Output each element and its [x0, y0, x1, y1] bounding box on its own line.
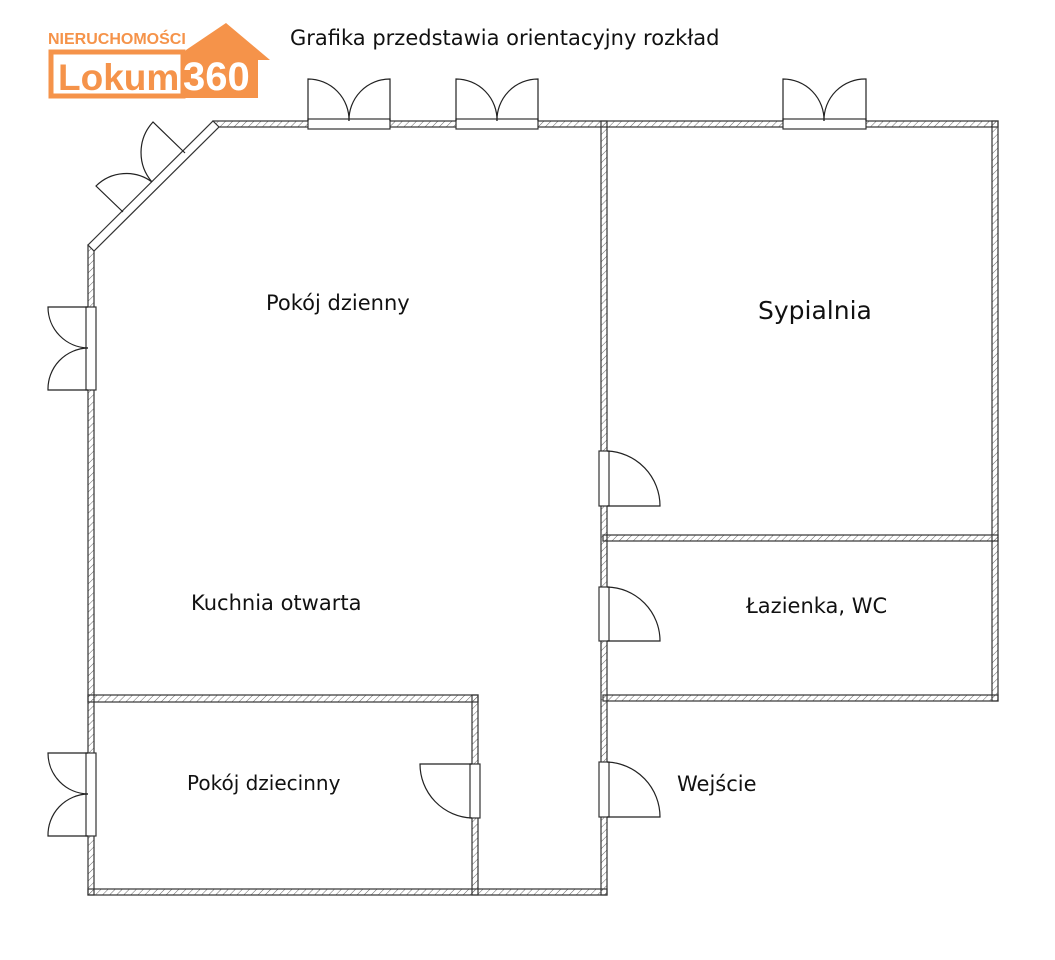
- room-label-kitchen: Kuchnia otwarta: [191, 591, 362, 615]
- room-label-kids: Pokój dziecinny: [187, 771, 341, 795]
- svg-text:360: 360: [183, 55, 250, 99]
- plan-title: Grafika przedstawia orientacyjny rozkład: [290, 26, 720, 50]
- svg-text:Lokum: Lokum: [58, 57, 179, 98]
- room-label-bedroom: Sypialnia: [758, 296, 872, 325]
- room-label-entrance: Wejście: [677, 772, 757, 796]
- svg-text:NIERUCHOMOŚCI: NIERUCHOMOŚCI: [48, 29, 186, 48]
- logo: NIERUCHOMOŚCI Lokum 360: [46, 20, 272, 100]
- room-label-living: Pokój dzienny: [266, 291, 410, 315]
- room-label-bathroom: Łazienka, WC: [746, 594, 888, 618]
